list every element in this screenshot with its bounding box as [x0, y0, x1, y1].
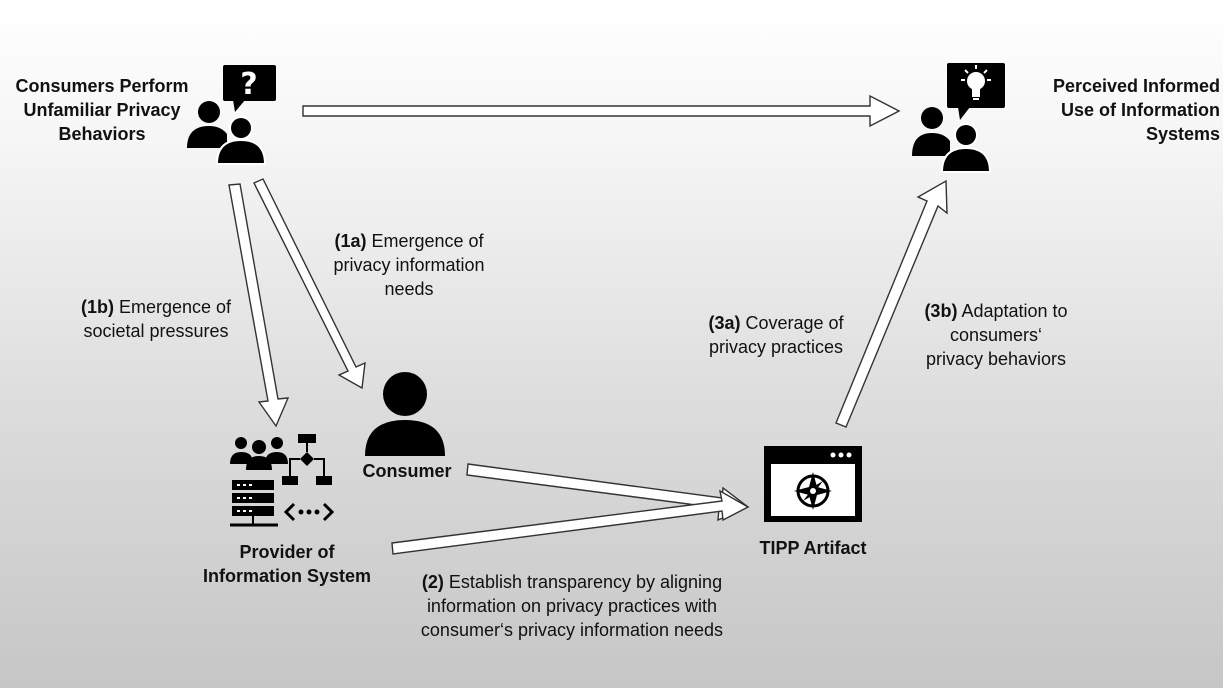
- node-provider-title: Provider of Information System: [202, 542, 372, 586]
- provider-system-icon: [230, 434, 335, 527]
- node-consumers-perform-title: Consumers Perform Unfamiliar Privacy Beh…: [15, 76, 189, 144]
- edge-1a-label: (1a) Emergence of privacy information ne…: [333, 231, 485, 299]
- arrow-1b: [228, 183, 290, 428]
- arrow-3b: [835, 179, 948, 428]
- edge-1b-label: (1b) Emergence of societal pressures: [80, 297, 232, 341]
- arrow-provider-tipp: [391, 489, 750, 555]
- arrow-top: [302, 94, 901, 128]
- app-window-compass-icon: [764, 446, 862, 522]
- svg-text:?: ?: [240, 67, 257, 102]
- person-icon: [365, 372, 445, 456]
- edge-2-label: (2) Establish transparency by aligning i…: [420, 572, 724, 640]
- node-consumer-title: Consumer: [362, 461, 452, 481]
- people-lightbulb-icon: [912, 63, 1005, 173]
- node-tipp-title: TIPP Artifact: [759, 538, 867, 558]
- arrow-1a: [253, 178, 366, 390]
- node-perceived-informed-title: Perceived Informed Use of Information Sy…: [1052, 76, 1220, 144]
- edge-3b-label: (3b) Adaptation to consumers‘ privacy be…: [924, 301, 1068, 369]
- people-question-icon: ?: [187, 65, 276, 165]
- edge-3a-label: (3a) Coverage of privacy practices: [708, 313, 844, 357]
